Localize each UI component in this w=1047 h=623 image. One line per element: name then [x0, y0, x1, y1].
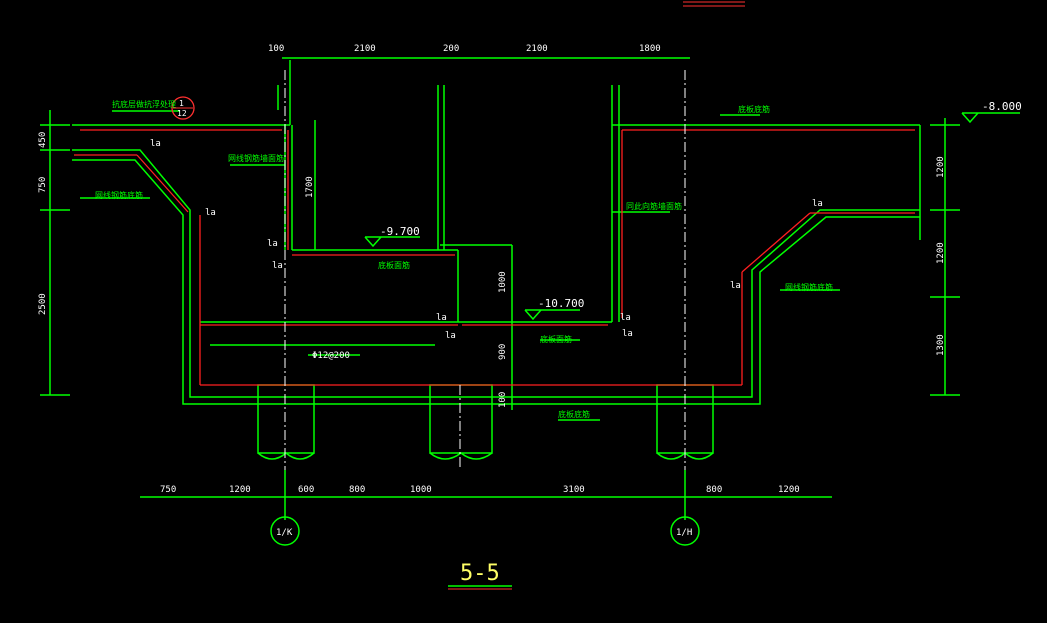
elevation-low: -10.700 — [538, 297, 584, 310]
lap-label-9: la — [730, 281, 741, 291]
rebar-lines — [74, 129, 915, 386]
note-7: 底板底筋 — [738, 104, 770, 114]
top-dim-5: 1800 — [639, 44, 661, 54]
lap-label-10: la — [205, 208, 216, 218]
structure-outline — [40, 57, 1020, 587]
bottom-dim-1: 750 — [160, 485, 176, 495]
section-marker[interactable] — [171, 96, 195, 120]
note-2: 网线钢筋墙面筋 — [228, 153, 284, 163]
lap-labels: la la la la la la la la la la — [150, 139, 823, 341]
inner-dim-3: 900 — [498, 344, 508, 360]
bottom-dim-3: 600 — [298, 485, 314, 495]
note-8: 底板面筋 — [540, 334, 572, 344]
top-dim-2: 2100 — [354, 44, 376, 54]
left-dim-3: 2500 — [38, 293, 48, 315]
center-lines — [284, 70, 686, 470]
left-dim-texts: 450 750 2500 — [38, 132, 48, 315]
note-labels: 抗底层做抗浮处理 网线钢筋墙面筋 网线钢筋底筋 同此向筋墙面筋 底板面筋 网线钢… — [95, 99, 833, 419]
rebar-spec: Φ12@200 — [312, 351, 350, 361]
lap-label-8: la — [812, 199, 823, 209]
bottom-dim-6: 3100 — [563, 485, 585, 495]
lap-label-2: la — [267, 239, 278, 249]
lap-label-4: la — [436, 313, 447, 323]
lap-label-7: la — [622, 329, 633, 339]
section-marker-top: 1 — [179, 99, 184, 108]
section-title: 5-5 — [460, 561, 500, 586]
right-dim-texts: 1200 1200 1300 — [936, 156, 946, 356]
elevation-top-right: -8.000 — [982, 100, 1022, 113]
bottom-dim-8: 1200 — [778, 485, 800, 495]
note-1: 抗底层做抗浮处理 — [112, 99, 176, 109]
left-dim-1: 450 — [38, 132, 48, 148]
bottom-dim-7: 800 — [706, 485, 722, 495]
inner-dim-4: 100 — [498, 392, 508, 408]
right-dim-2: 1200 — [936, 242, 946, 264]
lap-label-5: la — [445, 331, 456, 341]
bottom-dim-4: 800 — [349, 485, 365, 495]
note-6: 网线钢筋底筋 — [785, 282, 833, 292]
left-dim-2: 750 — [38, 177, 48, 193]
elevation-mid: -9.700 — [380, 225, 420, 238]
section-marker-text: 1 12 — [177, 99, 187, 118]
right-dim-3: 1300 — [936, 334, 946, 356]
inner-dim-2: 1000 — [498, 271, 508, 293]
top-dim-4: 2100 — [526, 44, 548, 54]
note-5: 底板面筋 — [378, 260, 410, 270]
lap-label-1: la — [150, 139, 161, 149]
section-marker-bottom: 12 — [177, 109, 187, 118]
inner-dim-texts: 1700 1000 900 100 — [305, 176, 508, 408]
elevation-texts: -8.000 -9.700 -10.700 — [380, 100, 1022, 310]
right-dim-1: 1200 — [936, 156, 946, 178]
dimension-texts: 100 2100 200 2100 1800 750 1200 600 800 … — [160, 44, 800, 495]
lap-label-6: la — [620, 313, 631, 323]
top-dim-1: 100 — [268, 44, 284, 54]
axis-label-1: 1/K — [276, 528, 293, 538]
note-3: 网线钢筋底筋 — [95, 190, 143, 200]
bottom-dim-2: 1200 — [229, 485, 251, 495]
bottom-dim-5: 1000 — [410, 485, 432, 495]
note-4: 同此向筋墙面筋 — [626, 201, 682, 211]
inner-dim-1: 1700 — [305, 176, 315, 198]
lap-label-3: la — [272, 261, 283, 271]
note-9: 底板底筋 — [558, 409, 590, 419]
axis-label-2: 1/H — [676, 528, 692, 538]
top-dim-3: 200 — [443, 44, 459, 54]
axis-labels: 1/K 1/H — [276, 528, 692, 538]
